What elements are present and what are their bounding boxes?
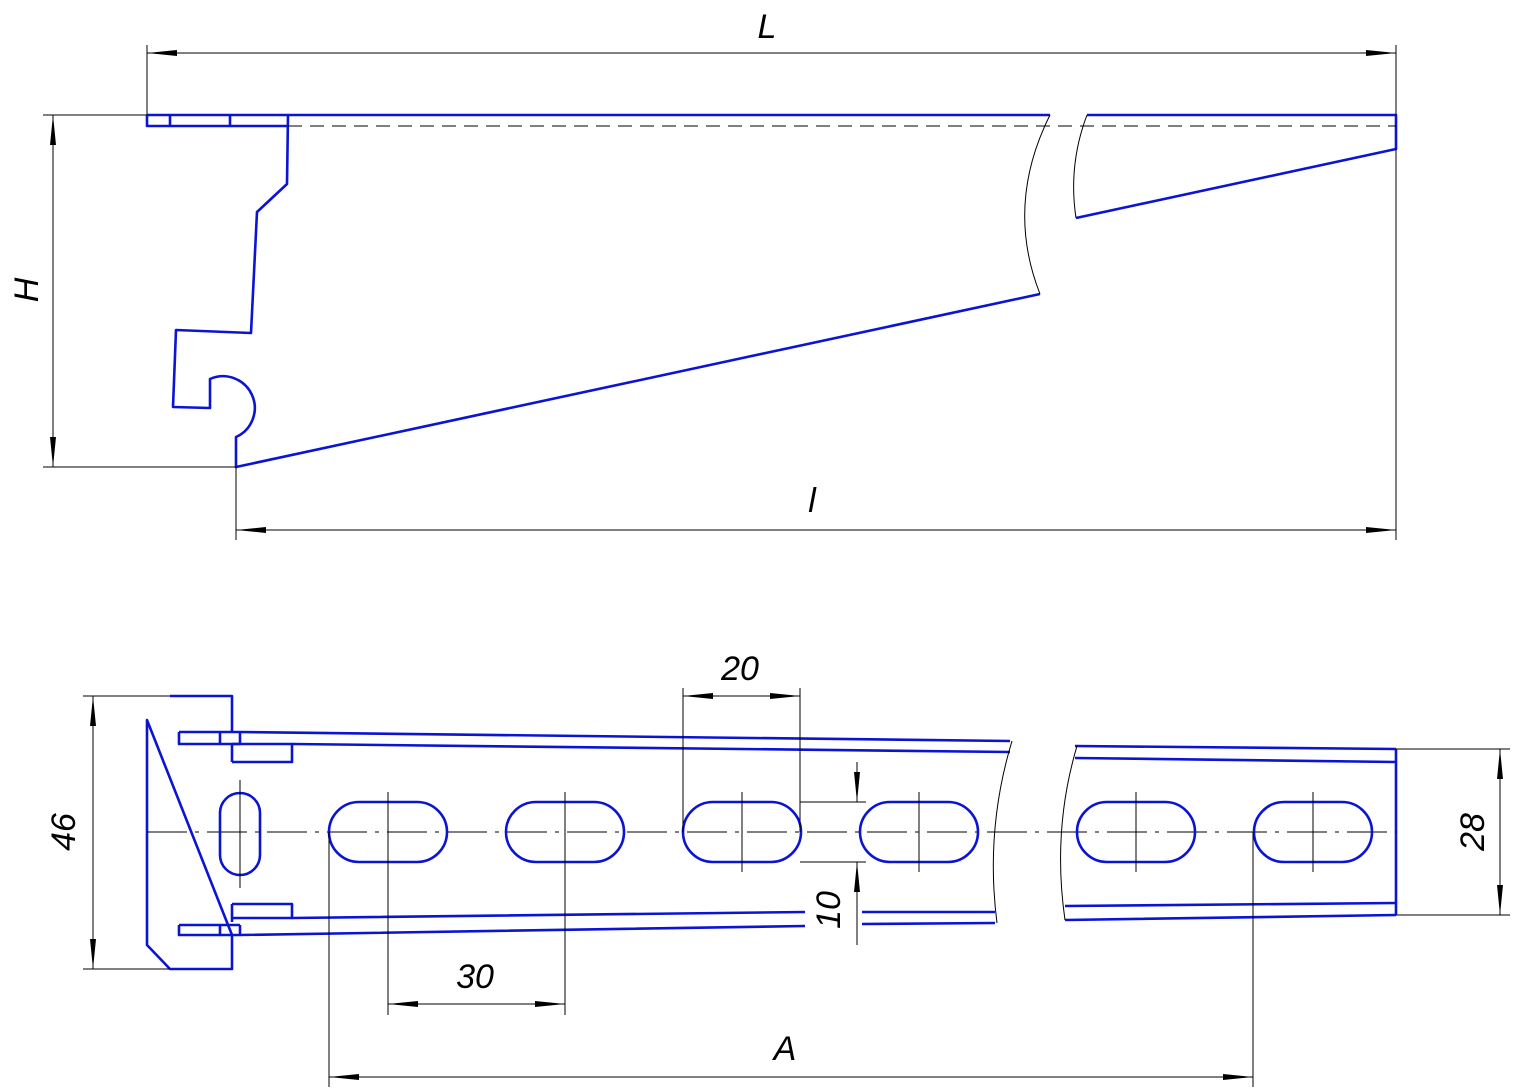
dimension-label-46: 46: [45, 813, 83, 851]
dimension-l: l: [235, 149, 1397, 540]
dimension-L: L: [146, 8, 1397, 115]
dimension-label-10: 10: [810, 891, 848, 929]
side-view-outline: [145, 113, 1398, 469]
dimension-H: H: [8, 114, 236, 468]
dimension-label-L: L: [758, 8, 777, 46]
dimension-20: 20: [682, 650, 801, 832]
dimension-46: 46: [45, 695, 170, 970]
plan-view: 20 10 30 A 46 28: [45, 650, 1510, 1087]
dimension-label-A: A: [772, 1030, 797, 1068]
plan-view-outline: [145, 694, 1398, 971]
side-view: L H l: [8, 8, 1398, 540]
dimension-label-20: 20: [720, 650, 759, 688]
dimension-10: 10: [800, 762, 866, 945]
slots: [218, 780, 1374, 888]
dimension-A: A: [328, 832, 1254, 1087]
dimension-label-28: 28: [1454, 813, 1492, 852]
dimension-label-30: 30: [456, 958, 494, 996]
dimension-28: 28: [1396, 748, 1510, 916]
dimension-30: 30: [387, 792, 566, 1015]
dimension-label-l: l: [808, 482, 817, 520]
dimension-label-H: H: [8, 277, 46, 302]
